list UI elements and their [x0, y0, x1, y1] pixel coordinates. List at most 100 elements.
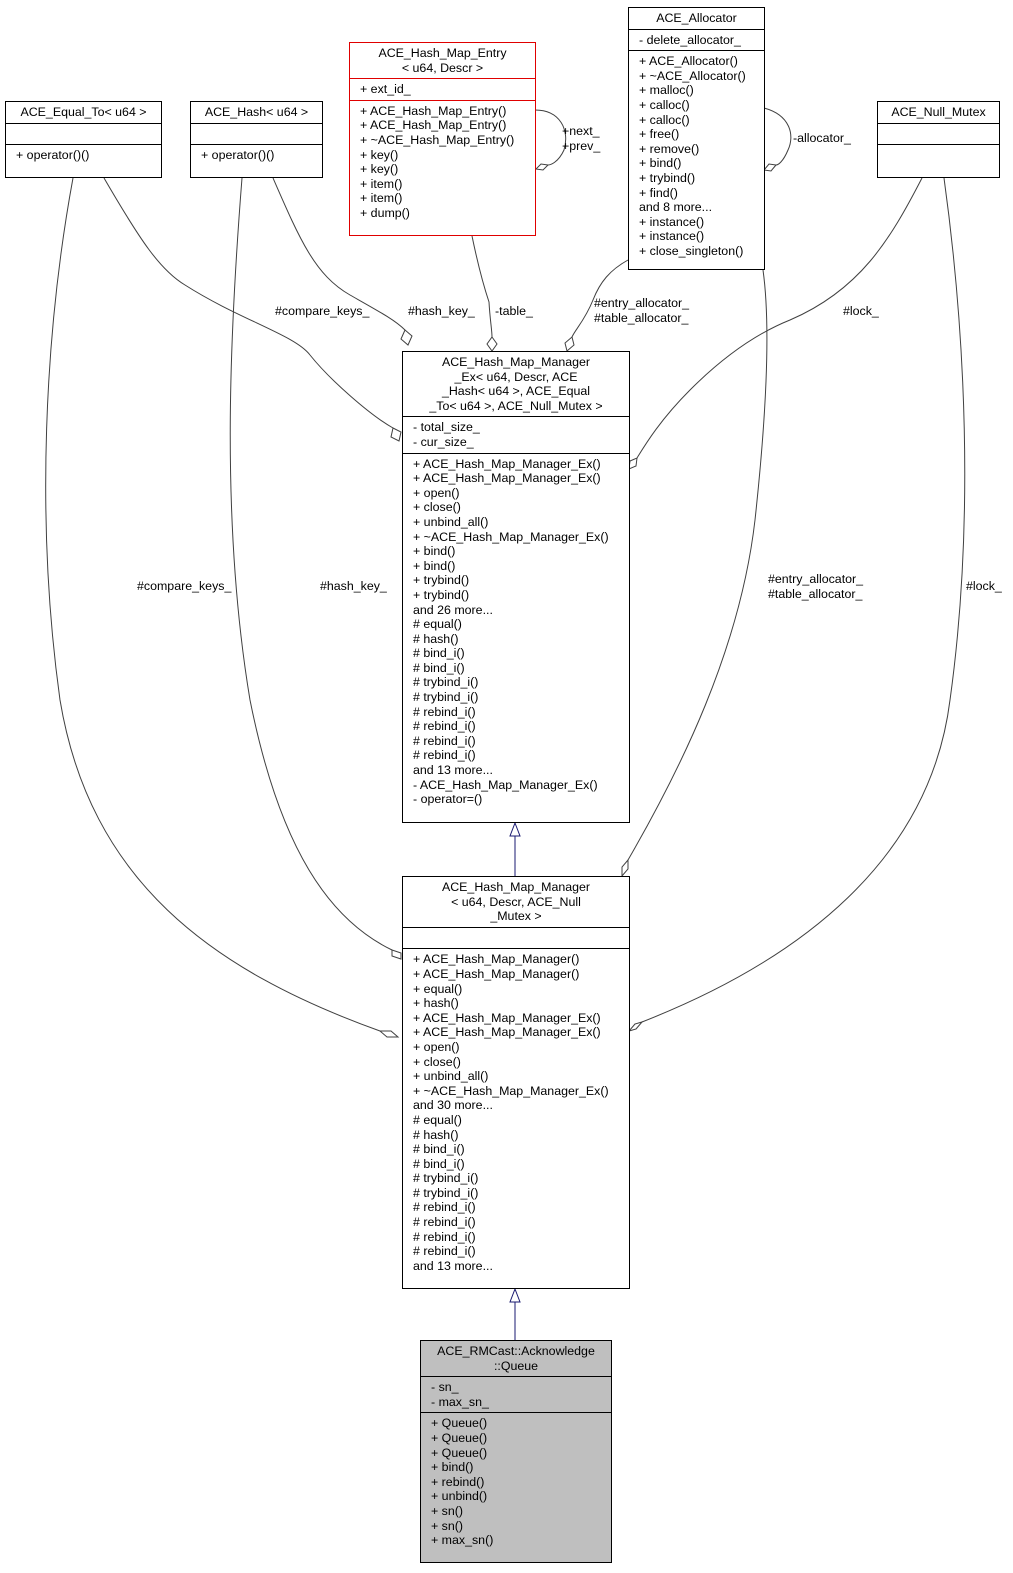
class-method: + sn(): [431, 1518, 464, 1533]
arrow-inherit-queue: [509, 1287, 521, 1303]
class-method: - operator=(): [413, 792, 483, 807]
class-method: # rebind_i(): [413, 704, 476, 719]
diamond-compare-keys-bottom: [378, 1030, 400, 1038]
class-method: + Queue(): [431, 1430, 488, 1445]
class-method: # rebind_i(): [413, 719, 476, 734]
class-method: + trybind(): [639, 170, 696, 185]
label-table: -table_: [495, 304, 533, 318]
class-method: and 26 more...: [413, 602, 493, 617]
class-method: + bind(): [413, 544, 456, 559]
class-method: # trybind_i(): [413, 690, 479, 705]
class-method: and 13 more...: [413, 1258, 493, 1273]
class-title-line: ACE_RMCast::Acknowledge: [437, 1344, 595, 1358]
class-ace-null-mutex[interactable]: ACE_Null_Mutex: [877, 101, 1000, 178]
class-method: # rebind_i(): [413, 733, 476, 748]
class-method: # bind_i(): [413, 1156, 465, 1171]
class-methods: + operator()(): [191, 144, 322, 166]
class-title: ACE_RMCast::Acknowledge::Queue: [421, 1341, 611, 1376]
edge-entry-alloc-bottom: [627, 269, 768, 861]
class-method: + open(): [413, 1039, 460, 1054]
class-method: + close(): [413, 500, 461, 515]
class-title-line: _Mutex >: [490, 909, 542, 924]
class-method: # rebind_i(): [413, 748, 476, 763]
class-method: + operator()(): [201, 148, 275, 163]
class-method: # rebind_i(): [413, 1200, 476, 1215]
class-method: + close(): [413, 1054, 461, 1069]
class-attribute: - total_size_: [413, 420, 480, 435]
diamond-table: [486, 336, 498, 352]
class-ace-hash-map-entry[interactable]: ACE_Hash_Map_Entry< u64, Descr > + ext_id…: [349, 42, 536, 236]
class-ace-hash-map-manager-ex[interactable]: ACE_Hash_Map_Manager_Ex< u64, Descr, ACE…: [402, 351, 630, 823]
class-method: # rebind_i(): [413, 1215, 476, 1230]
class-title-line: ACE_Hash_Map_Entry: [378, 46, 507, 60]
class-method: and 30 more...: [413, 1098, 493, 1113]
class-method: + max_sn(): [431, 1533, 494, 1548]
class-method: # equal(): [413, 1112, 462, 1127]
class-method: + ACE_Hash_Map_Entry(): [360, 118, 507, 133]
class-title: ACE_Hash_Map_Manager< u64, Descr, ACE_Nu…: [403, 877, 629, 927]
class-method: + sn(): [431, 1503, 464, 1518]
diamond-entry-alloc-bottom: [621, 858, 629, 878]
class-method: # trybind_i(): [413, 1185, 479, 1200]
class-method: and 8 more...: [639, 200, 713, 215]
class-method: # rebind_i(): [413, 1229, 476, 1244]
class-title-line: _Hash< u64 >, ACE_Equal: [441, 384, 591, 399]
edge-allocator-self: [763, 107, 792, 166]
class-method: + calloc(): [639, 112, 690, 127]
class-ace-equal-to[interactable]: ACE_Equal_To< u64 > + operator()(): [5, 101, 162, 178]
edge-lock-bottom: [641, 177, 966, 1023]
class-ace-hash-map-manager[interactable]: ACE_Hash_Map_Manager< u64, Descr, ACE_Nu…: [402, 876, 630, 1289]
class-title-line: ACE_Hash< u64 >: [204, 105, 309, 119]
class-title-line: _To< u64 >, ACE_Null_Mutex >: [429, 398, 603, 413]
class-attributes: + ext_id_: [350, 78, 535, 100]
class-method: # trybind_i(): [413, 675, 479, 690]
class-method: + ~ACE_Hash_Map_Manager_Ex(): [413, 529, 609, 544]
class-method: and 13 more...: [413, 763, 493, 778]
class-method: + unbind(): [431, 1489, 488, 1504]
class-method: + operator()(): [16, 148, 90, 163]
class-method: # hash(): [413, 1127, 459, 1142]
class-method: + free(): [639, 127, 680, 142]
label-lock-top: #lock_: [843, 304, 879, 318]
class-method: + ~ACE_Hash_Map_Entry(): [360, 132, 515, 147]
class-attributes: - total_size_- cur_size_: [403, 416, 629, 452]
class-title-line: < u64, Descr >: [401, 60, 484, 75]
class-method: + ACE_Hash_Map_Entry(): [360, 103, 507, 118]
class-title: ACE_Hash_Map_Entry< u64, Descr >: [350, 43, 535, 78]
class-method: + trybind(): [413, 587, 470, 602]
class-method: # trybind_i(): [413, 1171, 479, 1186]
class-attributes: [878, 122, 999, 145]
class-ace-hash[interactable]: ACE_Hash< u64 > + operator()(): [190, 101, 323, 178]
class-attribute: + ext_id_: [360, 82, 411, 97]
diamond-lock-top: [628, 457, 638, 470]
class-method: + item(): [360, 176, 403, 191]
diamond-compare-keys-top: [390, 427, 402, 442]
label-next-prev: +next_ +prev_: [562, 124, 601, 153]
edge-lock-top: [636, 177, 923, 459]
class-ace-allocator[interactable]: ACE_Allocator- delete_allocator_+ ACE_Al…: [628, 7, 765, 270]
diamond-entry-alloc-top: [564, 336, 575, 352]
label-allocator-self: -allocator_: [793, 131, 851, 145]
class-methods: + operator()(): [6, 144, 161, 166]
class-method: + ACE_Hash_Map_Manager_Ex(): [413, 471, 601, 486]
class-method: + open(): [413, 485, 460, 500]
class-method: + equal(): [413, 981, 463, 996]
class-attributes: [191, 122, 322, 145]
class-method: + instance(): [639, 229, 705, 244]
class-title-line: ACE_Equal_To< u64 >: [20, 105, 147, 119]
class-attribute: - max_sn_: [431, 1394, 489, 1409]
class-method: + malloc(): [639, 83, 694, 98]
class-attributes: - sn_- max_sn_: [421, 1376, 611, 1412]
class-method: + ~ACE_Hash_Map_Manager_Ex(): [413, 1083, 609, 1098]
class-method: + ~ACE_Allocator(): [639, 68, 746, 83]
class-attribute: - sn_: [431, 1380, 459, 1395]
class-method: + key(): [360, 162, 399, 177]
class-method: + unbind_all(): [413, 1069, 489, 1084]
class-title-line: ACE_Hash_Map_Manager: [441, 355, 591, 369]
class-method: + item(): [360, 191, 403, 206]
class-method: # rebind_i(): [413, 1244, 476, 1259]
class-method: + ACE_Hash_Map_Manager_Ex(): [413, 1025, 601, 1040]
class-ace-rmcast-acknowledge-queue[interactable]: ACE_RMCast::Acknowledge::Queue- sn_- max…: [420, 1340, 612, 1563]
class-title: ACE_Hash< u64 >: [191, 102, 322, 123]
